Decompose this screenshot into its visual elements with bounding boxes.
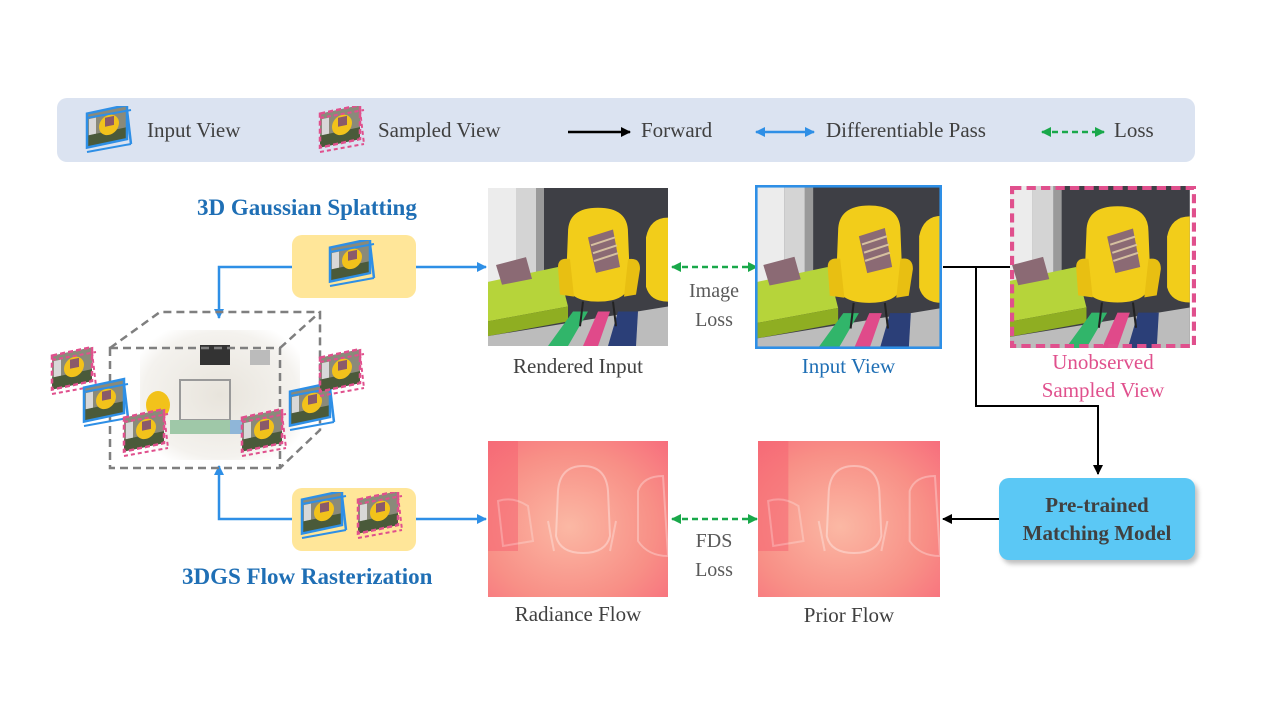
input-view-caption: Input View [801,354,896,378]
legend-sampled-view: Sampled View [378,118,501,142]
sampled-view-caption: Unobserved Sampled View [1010,348,1196,404]
prior-flow-image [758,441,940,597]
rendered-input-caption: Rendered Input [512,354,644,378]
prior-flow-caption: Prior Flow [803,603,895,627]
differentiable-arrow-icon [755,127,815,137]
input-view-image [755,185,942,349]
gaussian-scene [50,310,370,470]
radiance-flow-caption: Radiance Flow [514,602,642,626]
image-loss-line1: Image [689,280,739,302]
legend-loss: Loss [1114,118,1154,142]
matching-model-line1: Pre-trained [1045,493,1149,517]
legend-differentiable-pass: Differentiable Pass [826,118,986,142]
image-loss-line2: Loss [695,309,733,331]
sampled-view-caption-line2: Sampled View [1041,378,1165,402]
fds-loss-label: FDS Loss [670,527,758,585]
fds-loss-line2: Loss [695,559,733,581]
gaussian-splatting-title: 3D Gaussian Splatting [197,195,417,220]
forward-arrow-icon [568,127,631,137]
image-loss-label: Image Loss [670,277,758,335]
input-camera-icon [328,240,380,292]
input-camera-icon [300,492,352,544]
legend-input-view: Input View [147,118,241,142]
sampled-view-caption-line1: Unobserved [1052,350,1154,374]
fds-loss-line1: FDS [695,530,733,552]
rendered-input-image [488,188,668,346]
legend-forward: Forward [641,118,713,142]
sampled-view-image [1010,186,1196,348]
matching-model-line2: Matching Model [1022,521,1172,545]
radiance-flow-image [488,441,668,597]
sampled-camera-icon [356,492,408,544]
matching-model-box: Pre-trained Matching Model [999,478,1195,560]
flow-rasterization-title: 3DGS Flow Rasterization [182,564,433,589]
loss-arrow-icon [1041,127,1105,137]
